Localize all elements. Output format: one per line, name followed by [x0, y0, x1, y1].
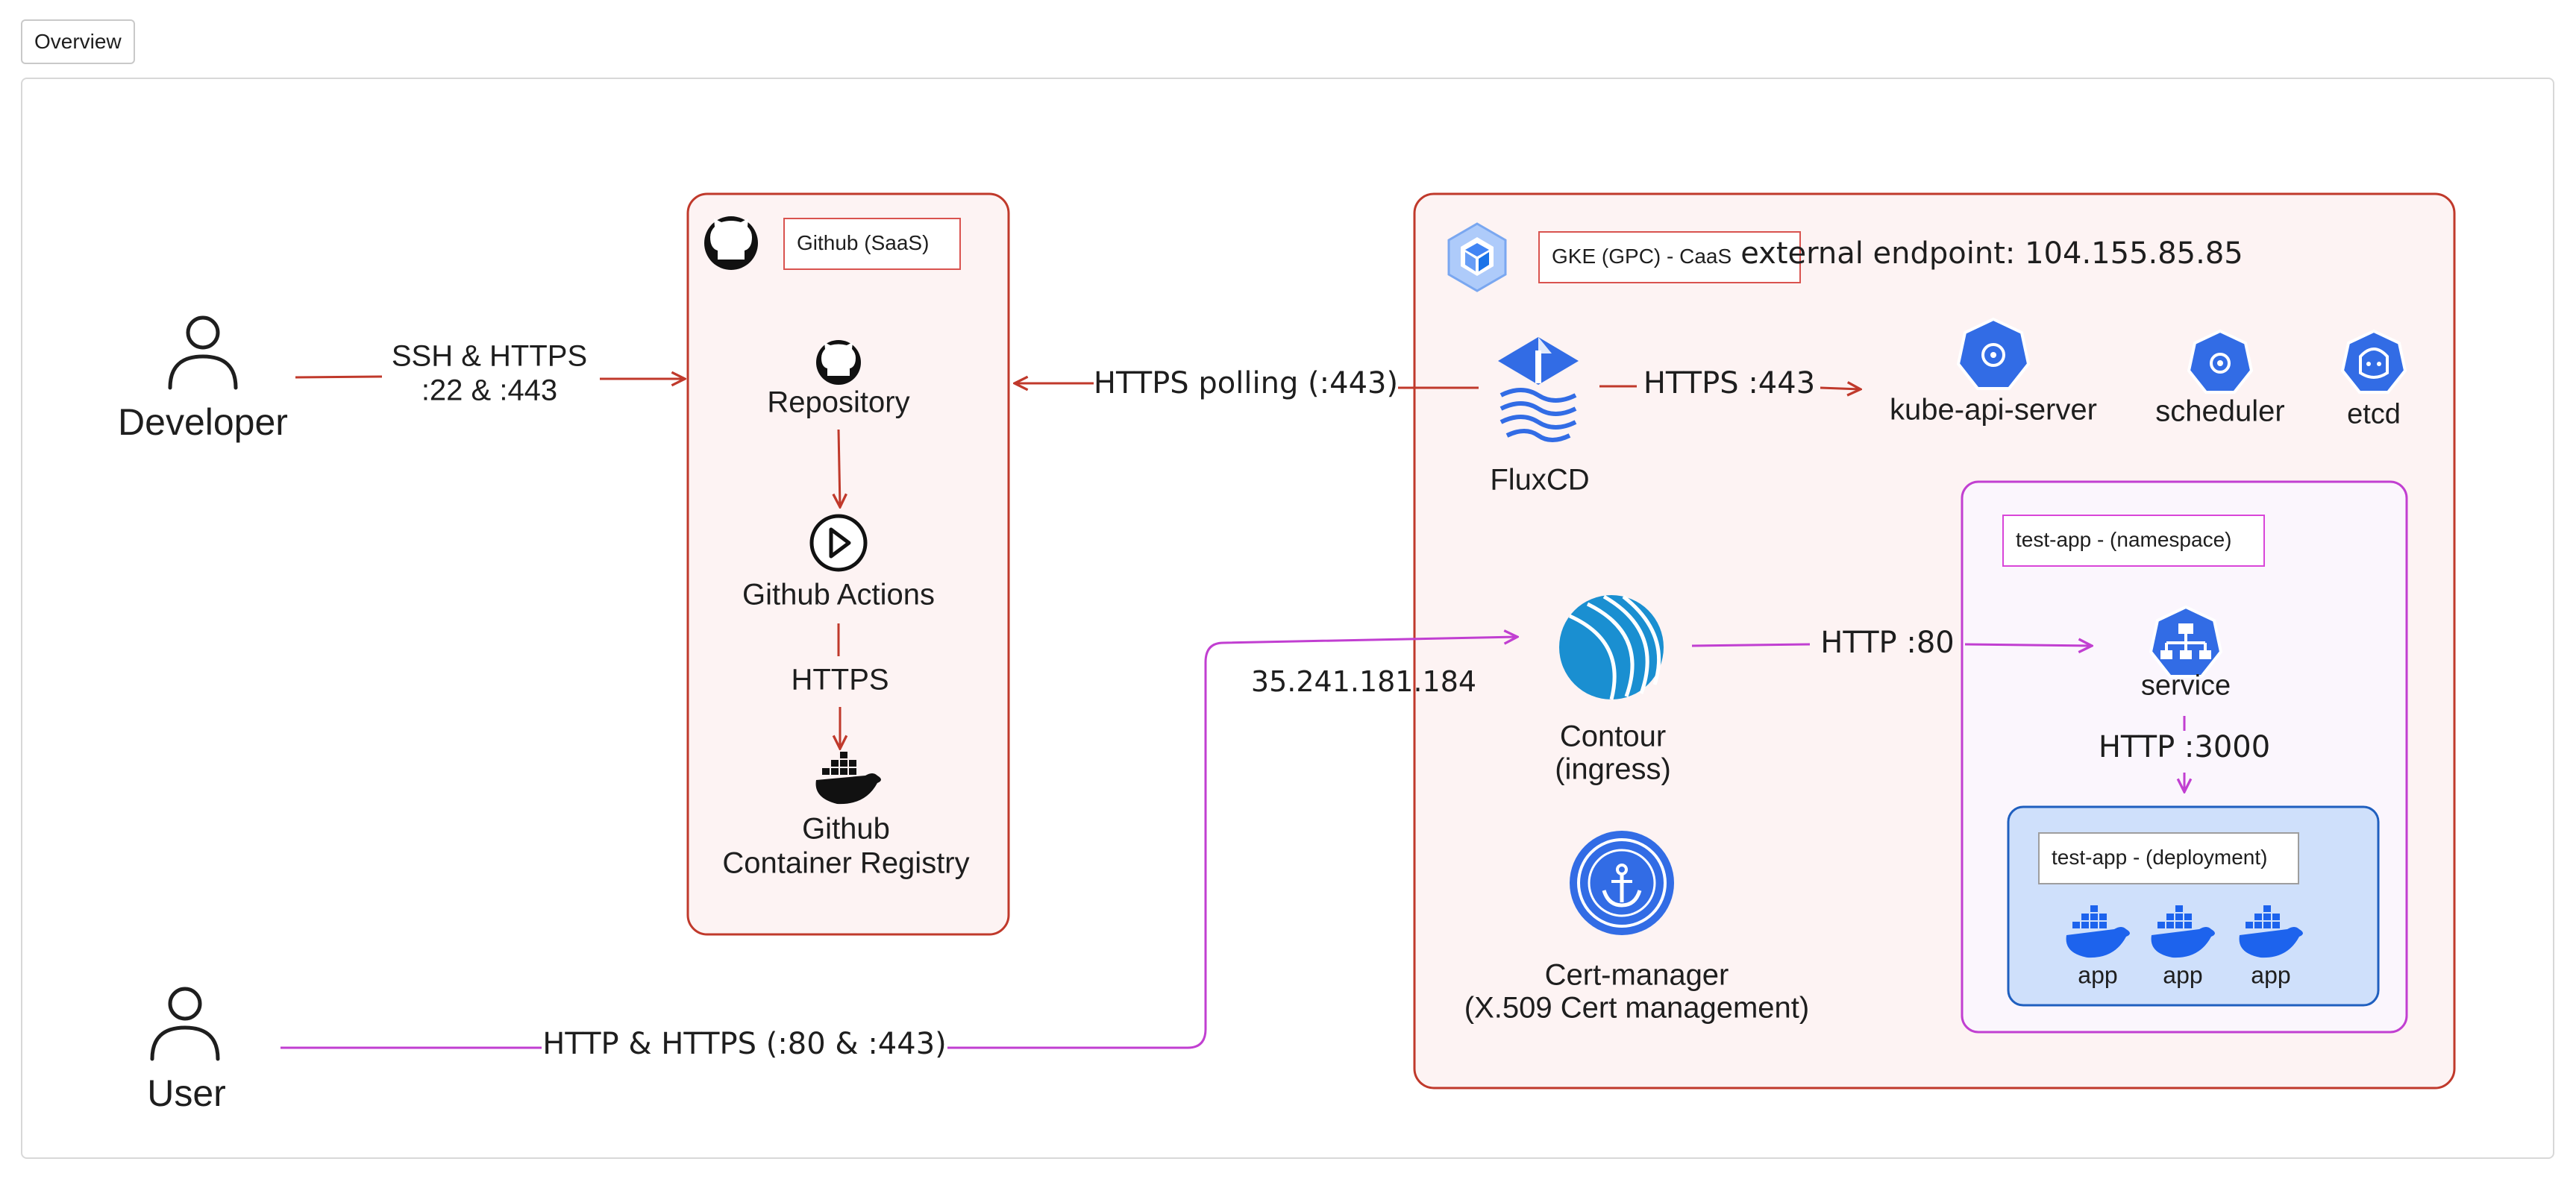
edge-label-user-to-ingress: HTTP & HTTPS (:80 & :443)	[542, 1027, 947, 1061]
kube-api-server-label: kube-api-server	[1890, 393, 2097, 427]
etcd-icon	[2340, 329, 2407, 394]
deployment-label: test-app - (deployment)	[2038, 832, 2299, 884]
gke-label: GKE (GPC) - CaaS	[1538, 231, 1801, 283]
app-docker-icon	[2151, 905, 2215, 958]
edge-user-to-ingress	[947, 637, 1517, 1049]
registry-label-line2: Container Registry	[722, 846, 970, 880]
edge-flux-to-api	[1820, 388, 1861, 389]
edge-contour-to-service	[1964, 644, 2092, 646]
user-label: User	[147, 1072, 226, 1114]
registry-label-line1: Github	[802, 812, 890, 846]
edge-label-flux-to-api: HTTPS :443	[1643, 366, 1816, 400]
service-icon	[2149, 605, 2223, 678]
github-actions-icon	[809, 514, 868, 572]
edge-label-ingress-ip: 35.241.181.184	[1250, 665, 1477, 698]
cert-manager-logo-icon	[1570, 831, 1674, 935]
app-docker-icon	[2066, 905, 2130, 958]
edge-label-ports: :22 & :443	[421, 374, 558, 407]
contour-label-line2: (ingress)	[1555, 752, 1671, 786]
fluxcd-logo-icon	[1498, 337, 1579, 442]
cert-manager-label-line1: Cert-manager	[1544, 958, 1729, 992]
container-registry-docker-icon	[815, 752, 881, 805]
github-logo-icon	[704, 216, 758, 270]
edge-label-ssh-https: SSH & HTTPS	[391, 339, 588, 373]
kube-api-server-icon	[1956, 317, 2031, 390]
tab-overview[interactable]: Overview	[21, 19, 135, 64]
app-docker-icon	[2239, 905, 2303, 958]
edge-label-service-to-app: HTTP :3000	[2098, 730, 2271, 764]
external-endpoint-label: external endpoint: 104.155.85.85	[1740, 236, 2243, 271]
cert-manager-label-line2: (X.509 Cert management)	[1464, 991, 1810, 1025]
contour-label-line1: Contour	[1559, 720, 1667, 753]
contour-logo-icon	[1559, 594, 1664, 700]
app-label: app	[2251, 961, 2291, 989]
scheduler-icon	[2187, 329, 2254, 394]
namespace-label: test-app - (namespace)	[2002, 515, 2265, 567]
developer-icon	[168, 315, 238, 390]
service-label: service	[2140, 670, 2231, 702]
gke-logo-icon	[1447, 222, 1507, 292]
edge-label-https-polling: HTTPS polling (:443)	[1093, 366, 1399, 400]
edge-contour-to-service-a	[1691, 643, 1811, 647]
app-label: app	[2078, 961, 2118, 989]
github-actions-label: Github Actions	[742, 578, 935, 611]
scheduler-label: scheduler	[2155, 394, 2285, 428]
github-saas-label: Github (SaaS)	[783, 218, 961, 270]
developer-label: Developer	[118, 401, 288, 443]
user-icon	[150, 987, 220, 1061]
edge-label-contour-to-service: HTTP :80	[1820, 626, 1955, 660]
https-label: HTTPS	[791, 663, 889, 697]
repository-label: Repository	[767, 386, 910, 419]
edge-repo-to-actions	[839, 429, 840, 507]
app-label: app	[2163, 961, 2203, 989]
etcd-label: etcd	[2347, 398, 2401, 430]
fluxcd-label: FluxCD	[1490, 463, 1590, 497]
repository-icon	[816, 340, 861, 385]
